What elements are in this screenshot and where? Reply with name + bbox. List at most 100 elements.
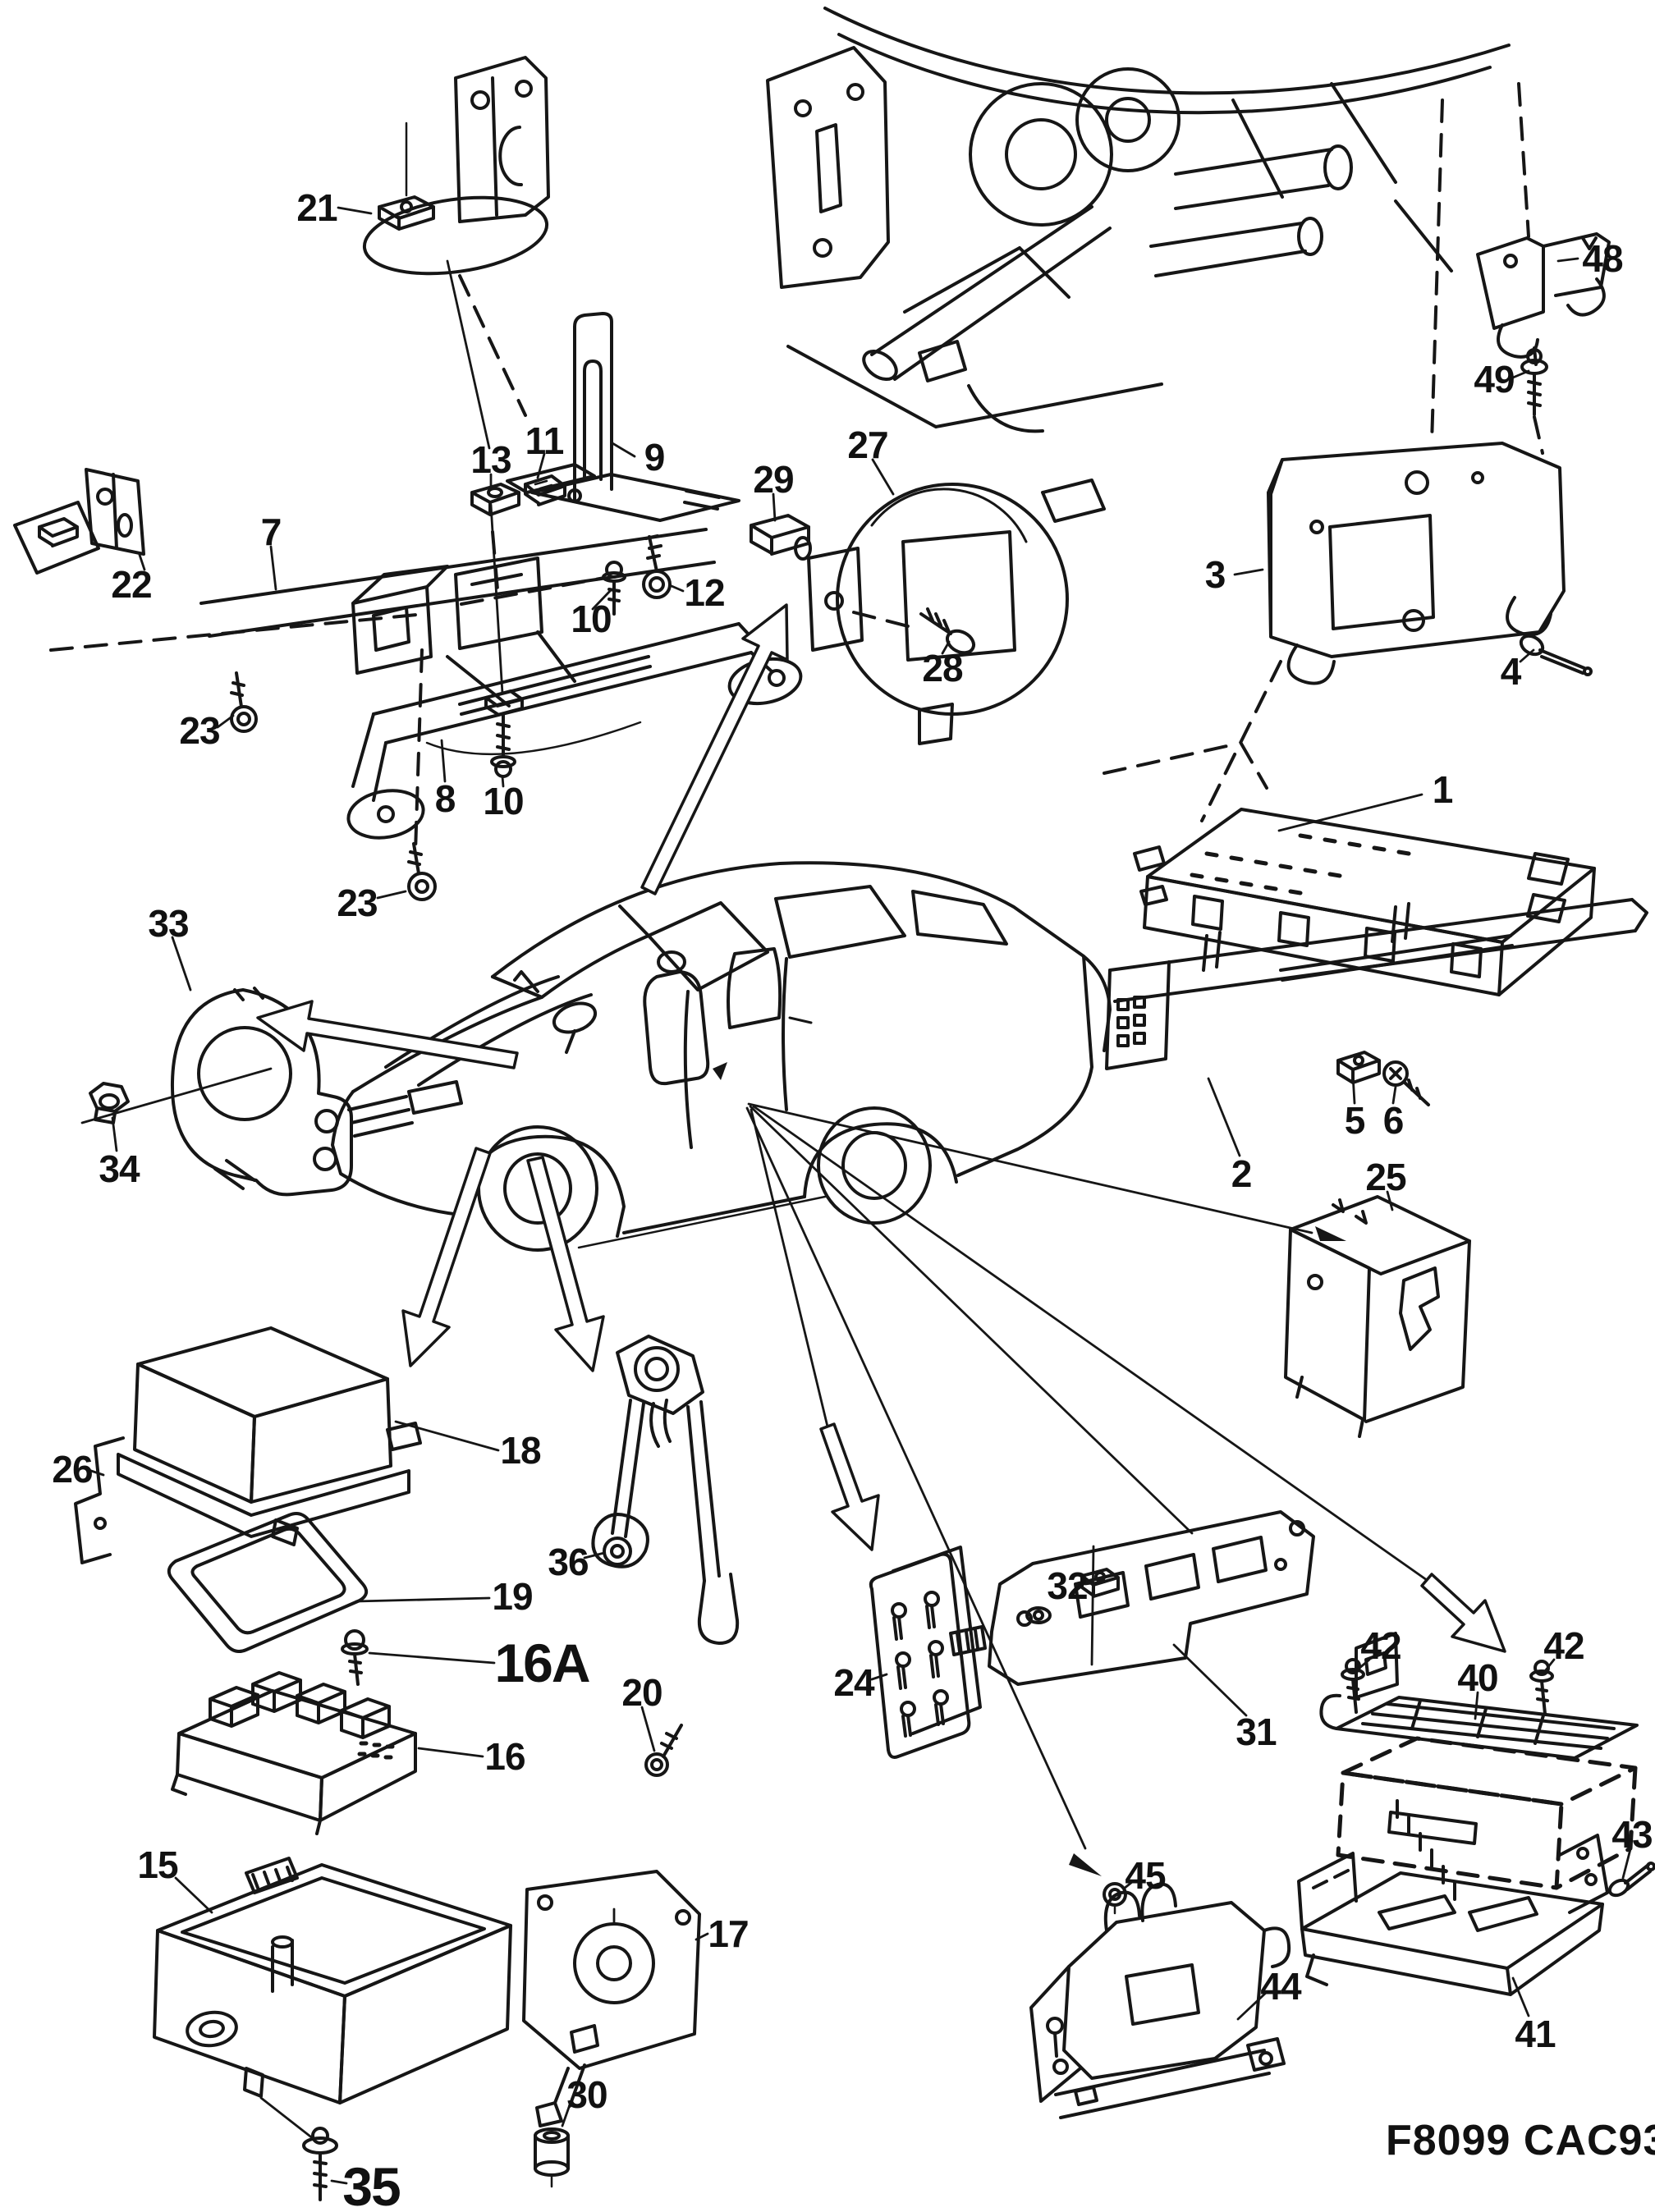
part-10-screw-lower <box>490 712 516 778</box>
callout-19: 19 <box>492 1575 533 1618</box>
callout-28: 28 <box>922 647 963 689</box>
part-7-mounting-rail <box>199 463 716 708</box>
part-35-screw <box>302 2127 338 2201</box>
callout-20: 20 <box>621 1671 662 1714</box>
callout-42: 42 <box>1360 1624 1401 1667</box>
arrow-to-part-24 <box>819 1422 880 1551</box>
callout-43: 43 <box>1611 1813 1653 1856</box>
part-19-gasket <box>167 1512 369 1653</box>
callout-7: 7 <box>260 511 282 553</box>
dashed-alignment-lines <box>49 82 1544 854</box>
part-8-support-bracket <box>346 622 803 840</box>
callout-45: 45 <box>1125 1854 1166 1897</box>
callout-36: 36 <box>548 1541 589 1583</box>
part-29-clip <box>750 514 812 561</box>
part-16a-screw <box>341 1629 369 1686</box>
part-24-keyhole-plate <box>869 1546 987 1759</box>
part-32-nut <box>1080 1568 1120 1598</box>
callout-8: 8 <box>434 777 456 820</box>
part-20-screw <box>644 1724 683 1777</box>
part-26-clip <box>74 1436 125 1564</box>
part-ecu-connector <box>1387 1799 1478 1901</box>
location-fan-lines <box>745 1102 1428 1876</box>
callout-21: 21 <box>296 186 337 229</box>
callout-17: 17 <box>708 1912 749 1955</box>
callout-25: 25 <box>1365 1156 1406 1198</box>
part-43-pin <box>1607 1862 1655 1898</box>
callout-23: 23 <box>337 882 378 924</box>
arrow-to-part-36 <box>526 1156 605 1372</box>
part-40-upper-tray <box>1319 1632 1639 1760</box>
part-2-lower-rail <box>1105 898 1648 1070</box>
callout-35: 35 <box>342 2156 401 2212</box>
callout-48: 48 <box>1582 237 1623 280</box>
callout-16A: 16A <box>494 1633 590 1693</box>
part-23-screw-upper <box>230 671 258 733</box>
part-36-bracket <box>591 1335 740 1645</box>
callout-10: 10 <box>483 780 524 822</box>
callout-1: 1 <box>1432 768 1454 811</box>
callout-4: 4 <box>1500 650 1522 693</box>
callout-18: 18 <box>500 1429 541 1472</box>
part-34-nut <box>89 1082 130 1124</box>
part-16-relay-box <box>171 1671 417 1835</box>
part-13-nut <box>470 483 520 516</box>
part-21-bracket <box>362 56 550 276</box>
part-5-nut <box>1336 1051 1381 1084</box>
callout-27: 27 <box>847 424 888 466</box>
arrow-to-part-40 <box>1420 1573 1506 1653</box>
callout-31: 31 <box>1236 1711 1277 1753</box>
part-22-bracket <box>13 468 145 575</box>
callout-33: 33 <box>148 902 189 945</box>
arrow-to-part-18 <box>401 1147 492 1367</box>
part-11-clip <box>524 474 566 506</box>
part-ecu-dashed-box <box>1336 1736 1638 1890</box>
part-4-pin <box>1519 634 1593 676</box>
callout-15: 15 <box>137 1843 178 1886</box>
callout-44: 44 <box>1260 1965 1301 2008</box>
callout-41: 41 <box>1515 2013 1556 2055</box>
part-28-screw <box>919 607 976 655</box>
arrow-to-part-27 <box>640 603 789 895</box>
callout-29: 29 <box>753 458 794 501</box>
engine-bay-illustration <box>766 7 1511 433</box>
part-45-grommet <box>1103 1882 1127 1915</box>
part-27-sensor-housing <box>807 479 1106 745</box>
part-41-lower-tray <box>1297 1834 1609 1996</box>
part-42-screw-right <box>1529 1660 1554 1715</box>
arrow-to-part-33 <box>256 1000 519 1069</box>
callout-16: 16 <box>484 1735 525 1778</box>
callout-6: 6 <box>1382 1099 1405 1142</box>
part-1-fuse-relay-panel <box>1133 808 1596 996</box>
part-42-screw-left <box>1341 1658 1365 1714</box>
pointer-arrows <box>256 603 1506 1653</box>
part-25-cover <box>1284 1195 1471 1438</box>
part-17-bracket <box>522 1870 701 2127</box>
callout-13: 13 <box>470 438 511 481</box>
callout-12: 12 <box>684 571 725 614</box>
callout-11: 11 <box>525 419 565 462</box>
callout-5: 5 <box>1344 1099 1366 1142</box>
part-48-bracket <box>1476 232 1611 359</box>
callout-3: 3 <box>1204 553 1226 596</box>
callout-22: 22 <box>111 563 152 606</box>
part-15-box <box>153 1857 512 2104</box>
callout-40: 40 <box>1457 1656 1498 1699</box>
part-6-screw <box>1382 1060 1430 1106</box>
part-23-screw-lower <box>407 842 437 901</box>
callout-49: 49 <box>1474 358 1515 401</box>
part-9-bracket <box>530 312 740 522</box>
callout-10: 10 <box>571 598 612 640</box>
part-31-connector-bracket <box>988 1510 1315 1686</box>
part-18-cover-box <box>117 1326 422 1546</box>
callout-42: 42 <box>1543 1624 1584 1667</box>
callout-2: 2 <box>1231 1152 1253 1195</box>
callout-23: 23 <box>179 709 220 752</box>
part-3-bracket-plate <box>1267 442 1566 685</box>
callout-26: 26 <box>52 1448 93 1491</box>
callout-34: 34 <box>99 1147 140 1190</box>
callout-24: 24 <box>833 1661 874 1704</box>
part-12-screw <box>642 534 672 599</box>
